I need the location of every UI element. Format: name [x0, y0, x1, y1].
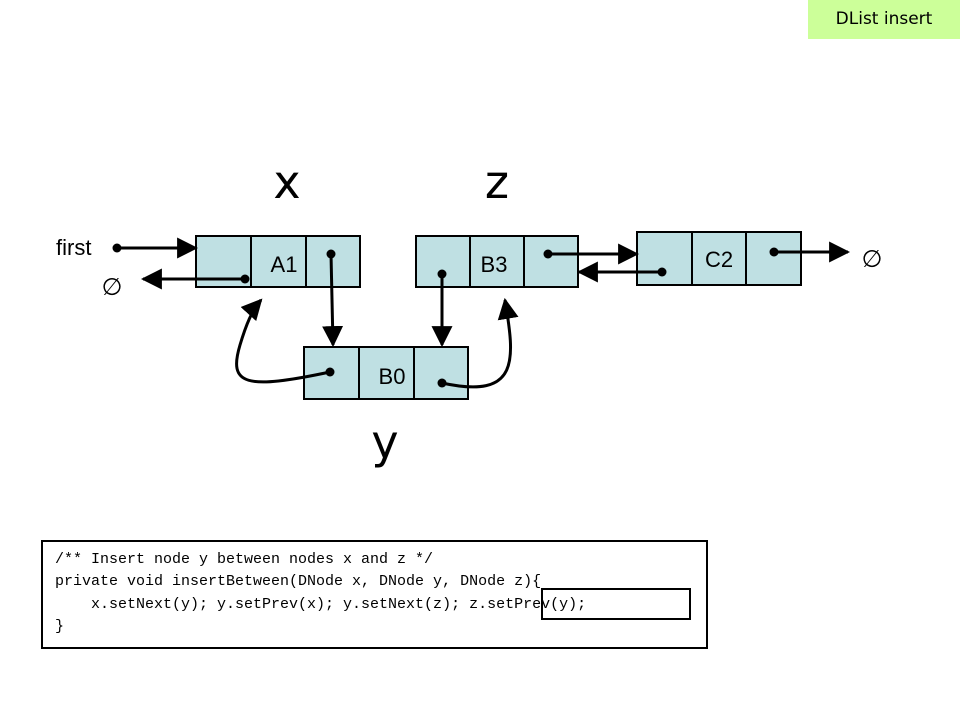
node-y-value: B0	[379, 364, 406, 389]
dlist-diagram: x z y first ∅ ∅ A1 B3 C2 B0	[56, 155, 883, 469]
null-right-symbol: ∅	[862, 245, 883, 273]
label-first: first	[56, 235, 91, 260]
slide-title-badge: DList insert	[808, 0, 960, 39]
label-z: z	[485, 155, 509, 209]
node-c2: C2	[636, 231, 802, 286]
code-line-4: }	[55, 618, 65, 635]
code-highlight-box	[541, 588, 691, 620]
node-c2-value: C2	[705, 247, 733, 272]
label-x: x	[273, 155, 300, 209]
y-next-z-arrow	[441, 297, 519, 389]
node-z-value: B3	[481, 252, 508, 277]
null-left-symbol: ∅	[102, 273, 123, 301]
pointer-arrows	[117, 237, 851, 389]
code-line-2: private void insertBetween(DNode x, DNod…	[55, 573, 542, 590]
code-line-1: /** Insert node y between nodes x and z …	[55, 551, 434, 568]
x-next-y-arrow	[322, 253, 344, 348]
node-z: B3	[415, 235, 579, 288]
node-x-value: A1	[271, 252, 298, 277]
code-line-3: x.setNext(y); y.setPrev(x); y.setNext(z)…	[55, 596, 587, 613]
label-y: y	[371, 415, 398, 469]
pointer-dots	[112, 243, 779, 388]
y-prev-x-arrow	[235, 298, 331, 384]
code-box: /** Insert node y between nodes x and z …	[41, 540, 708, 649]
